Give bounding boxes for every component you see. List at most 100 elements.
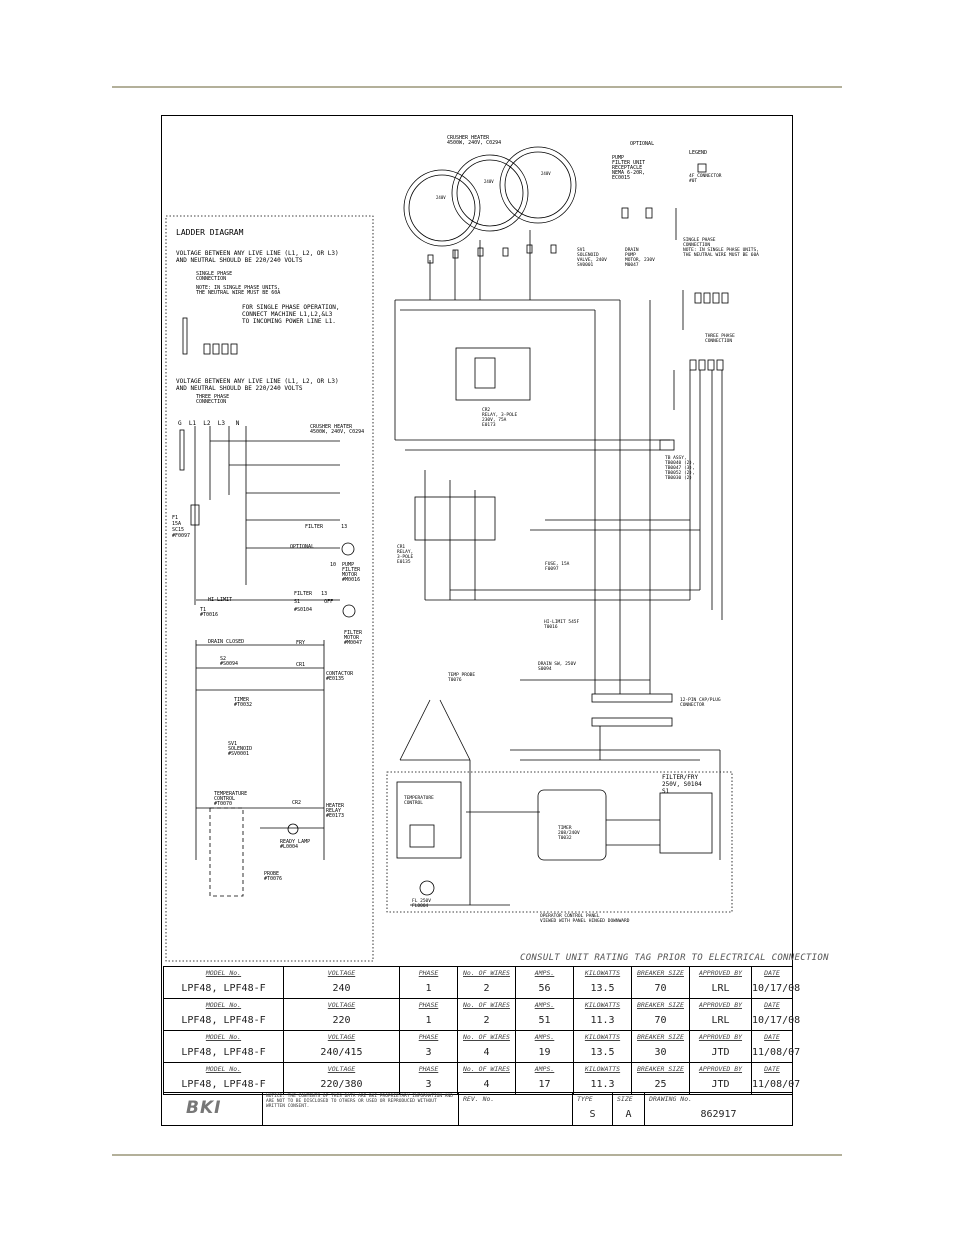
cell-value: 10/17/08 xyxy=(752,983,801,994)
column-header: No. OF WIRES xyxy=(463,1001,510,1009)
temp-ctrl-top: TEMPERATURE CONTROL xyxy=(404,796,434,806)
table-cell: No. OF WIRES 2 xyxy=(457,998,516,1031)
column-header: APPROVED BY xyxy=(698,969,743,977)
operator-panel xyxy=(386,771,733,913)
cell-value: LRL xyxy=(711,1015,730,1026)
fuse-f1-label: F1 15A SC15 #F0097 xyxy=(172,515,191,539)
cr1-label: CR1 xyxy=(296,662,306,668)
cell-value: 240 xyxy=(332,983,351,994)
crusher-heater-ladder: CRUSHER HEATER 4500W, 240V, C0294 xyxy=(310,424,365,435)
legend-label: LEGEND xyxy=(689,150,708,156)
column-header: DATE xyxy=(764,1001,780,1009)
single-phase-op: FOR SINGLE PHASE OPERATION, CONNECT MACH… xyxy=(242,304,340,325)
temp-probe-top: TEMP PROBE T0076 xyxy=(448,673,476,683)
header-rule xyxy=(112,86,842,88)
cell-value: 17 xyxy=(538,1079,551,1090)
table-cell: DATE 10/17/08 xyxy=(751,998,801,1031)
contactor-label: CONTACTOR #E0135 xyxy=(326,671,354,682)
drawing-value: 862917 xyxy=(700,1109,737,1120)
table-cell: MODEL No.LPF48, LPF48-F xyxy=(163,966,284,999)
column-header: MODEL No. xyxy=(205,1033,242,1041)
cell-value: 11.3 xyxy=(590,1079,615,1090)
voltage-note-2: VOLTAGE BETWEEN ANY LIVE LINE (L1, L2, O… xyxy=(176,378,339,392)
table-cell: MODEL No.LPF48, LPF48-F xyxy=(163,1062,284,1095)
pump-motor-symbol xyxy=(341,542,355,556)
column-header: KILOWATTS xyxy=(584,1033,621,1041)
operator-panel-label: OPERATOR CONTROL PANEL VIEWED WITH PANEL… xyxy=(540,914,630,924)
drain-pump-top: DRAIN PUMP MOTOR, 230V M0047 xyxy=(625,248,655,268)
cell-value: 1 xyxy=(425,983,432,994)
heater-ring-3-label: 240V xyxy=(541,171,551,176)
connector-pins xyxy=(591,693,673,727)
table-cell: AMPS.19 xyxy=(515,1030,574,1063)
cell-value: 10/17/08 xyxy=(752,1015,801,1026)
optional-top: OPTIONAL xyxy=(630,141,655,147)
cell-value: 2 xyxy=(483,1015,490,1026)
single-phase-note: NOTE: IN SINGLE PHASE UNITS, THE NEUTRAL… xyxy=(196,285,281,296)
column-header: PHASE xyxy=(418,1065,439,1073)
timer-top: TIMER 208/240V T0032 xyxy=(558,826,580,841)
single-phase-top: SINGLE PHASE CONNECTION NOTE: IN SINGLE … xyxy=(683,238,759,258)
cell-value: LPF48, LPF48-F xyxy=(181,983,266,994)
cell-value: 51 xyxy=(538,1015,551,1026)
column-header: AMPS. xyxy=(534,1065,555,1073)
drawing-frame xyxy=(161,115,793,1126)
column-header: PHASE xyxy=(418,1033,439,1041)
pump-motor-label: 10 PUMP FILTER MOTOR #M0016 xyxy=(330,562,361,583)
cell-value: 30 xyxy=(654,1047,667,1058)
bottom-fuse-symbol xyxy=(419,880,435,896)
legend-item: 4F CONNECTOR #0T xyxy=(689,174,722,184)
consult-note: CONSULT UNIT RATING TAG PRIOR TO ELECTRI… xyxy=(520,953,829,963)
probe-dashed xyxy=(209,807,244,897)
solenoid-label: SV1 SOLENOID #SV0001 xyxy=(228,741,253,757)
temp-ctrl-label: TEMPERATURE CONTROL #T0070 xyxy=(214,791,248,807)
cell-value: 11/08/07 xyxy=(752,1047,801,1058)
column-header: KILOWATTS xyxy=(584,969,621,977)
terminal-blocks xyxy=(203,163,729,451)
table-cell: APPROVED BY JTD xyxy=(689,1062,752,1095)
cell-value: 25 xyxy=(654,1079,667,1090)
relay-cr2-box xyxy=(455,347,531,401)
fry-label: FRY xyxy=(296,640,306,646)
cell-value: 56 xyxy=(538,983,551,994)
column-header: BREAKER SIZE xyxy=(637,1033,684,1041)
three-phase-top: THREE PHASE CONNECTION xyxy=(705,334,735,344)
table-cell: MODEL No. LPF48, LPF48-F xyxy=(163,1030,284,1063)
relay-cr1-label: CR1 RELAY, 3-POLE E0135 xyxy=(397,545,414,565)
column-header: DATE xyxy=(764,1065,780,1073)
cell-value: 1 xyxy=(425,1015,432,1026)
footer-rule xyxy=(112,1154,842,1156)
cell-value: JTD xyxy=(711,1079,730,1090)
hilimit-top-label: HI-LIMIT 545F T0016 xyxy=(544,620,580,630)
three-phase-conn: THREE PHASE CONNECTION xyxy=(196,394,230,405)
column-header: BREAKER SIZE xyxy=(637,1065,684,1073)
t1-label: T1 #T0016 xyxy=(200,607,219,618)
cell-value: 220 xyxy=(332,1015,351,1026)
column-header: AMPS. xyxy=(534,969,555,977)
cell-value: 13.5 xyxy=(590,1047,615,1058)
timer-box xyxy=(537,789,607,861)
column-header: APPROVED BY xyxy=(698,1065,743,1073)
column-header: BREAKER SIZE xyxy=(637,1001,684,1009)
ready-lamp-symbol xyxy=(287,823,299,835)
drawing-label: DRAWING No. xyxy=(649,1095,693,1103)
connector-12-label: 12-PIN CAP/PLUG CONNECTOR xyxy=(680,698,721,708)
cell-value: LPF48, LPF48-F xyxy=(181,1047,266,1058)
ground-bar-1 xyxy=(182,317,188,355)
table-cell: AMPS. 56 xyxy=(515,966,574,999)
